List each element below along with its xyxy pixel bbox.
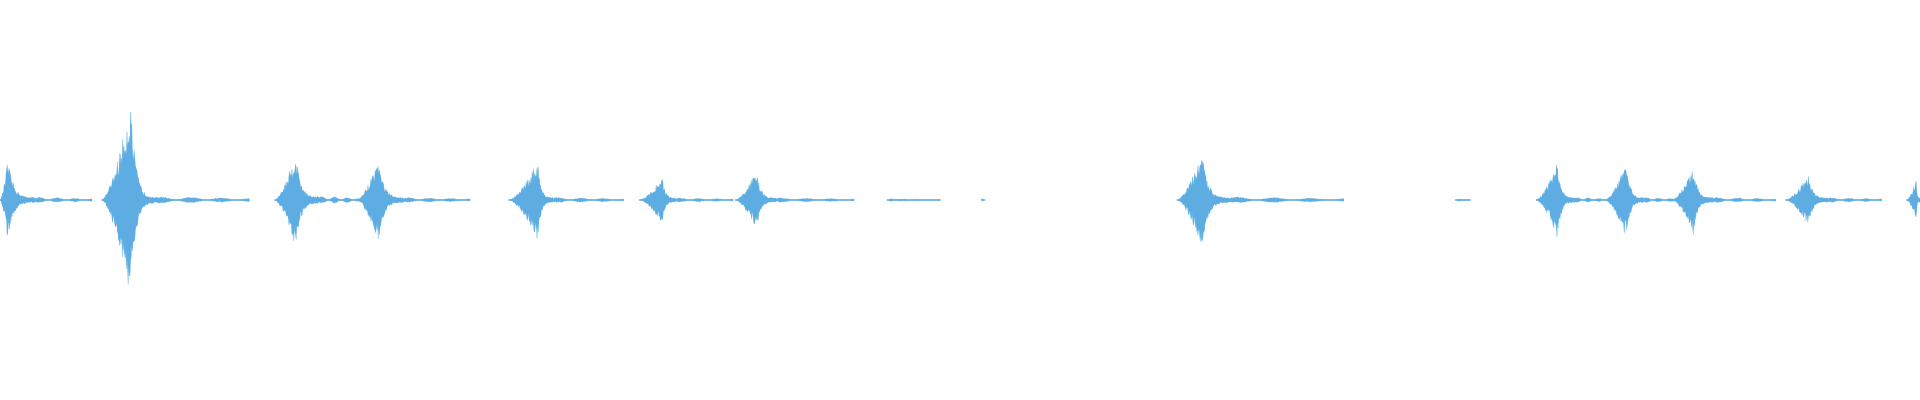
waveform-clip-16 bbox=[1906, 181, 1920, 218]
waveform-clip-7 bbox=[735, 176, 855, 224]
waveform-clip-5 bbox=[508, 166, 624, 239]
waveform-clip-13 bbox=[1604, 168, 1683, 233]
waveform-clip-15 bbox=[1785, 176, 1882, 223]
waveform-clip-12 bbox=[1535, 165, 1609, 237]
waveform-clip-4 bbox=[356, 166, 471, 239]
waveform-clip-3 bbox=[274, 164, 359, 241]
waveform-clip-14 bbox=[1672, 171, 1776, 235]
waveform-clip-10 bbox=[1176, 160, 1344, 242]
waveform-clip-2 bbox=[101, 111, 250, 285]
